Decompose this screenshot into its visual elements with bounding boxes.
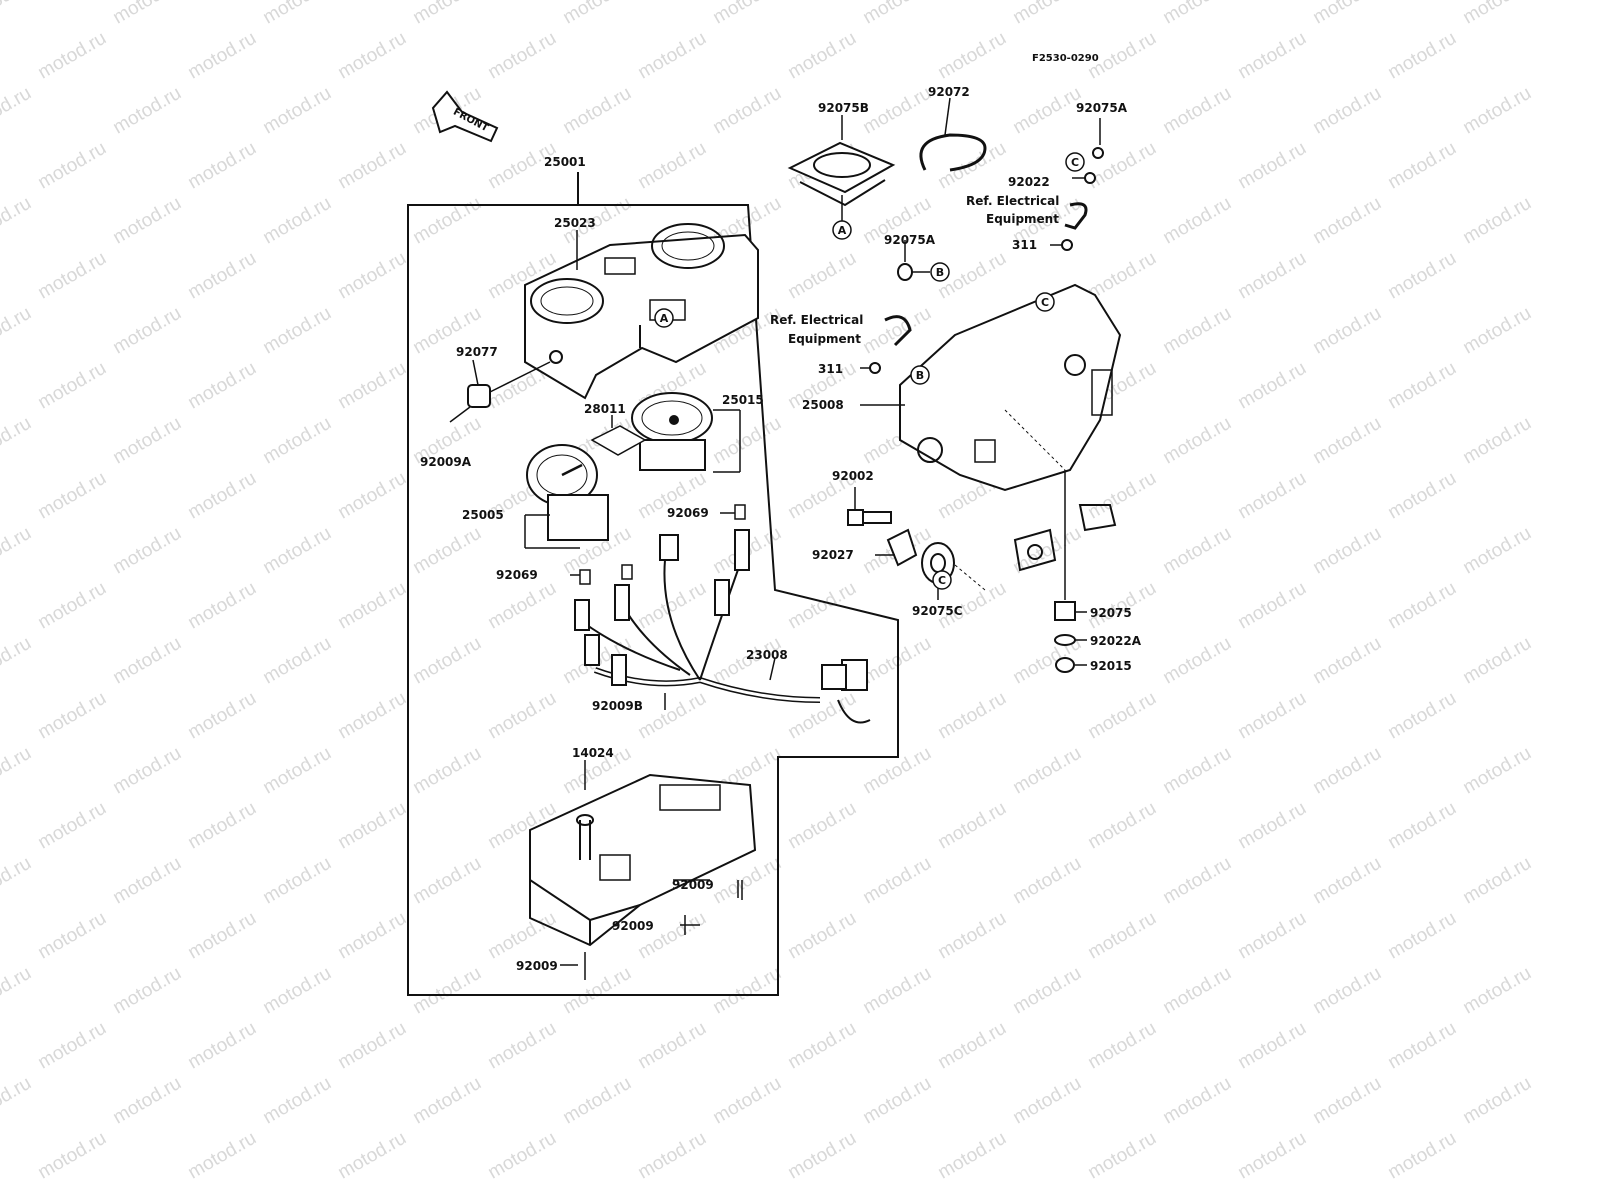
part-label-92009B: 92009B (592, 699, 643, 713)
part-label-92075C: 92075C (912, 604, 963, 618)
gauge-shapes (526, 392, 713, 541)
diagram-code: F2530-0290 (1032, 53, 1099, 64)
meter-housing-shape (524, 223, 759, 400)
part-label-92009A: 92009A (420, 455, 472, 469)
callout-letter: A (660, 312, 669, 325)
bracket-shape (899, 283, 1122, 572)
callout-circle-C (1065, 152, 1085, 172)
ref-note-top-line2: Equipment (986, 212, 1059, 226)
ring-shape (919, 133, 987, 172)
part-label-92075B: 92075B (818, 101, 869, 115)
clamp-shape (1064, 202, 1088, 230)
callout-circle-A (832, 220, 852, 240)
grommet-shape (787, 141, 896, 207)
part-label-28011: 28011 (584, 402, 626, 416)
ref-note-mid-line1: Ref. Electrical (770, 313, 864, 327)
part-label-25001: 25001 (544, 155, 586, 169)
part-label-25008: 25008 (802, 398, 844, 412)
part-label-92022A: 92022A (1090, 634, 1142, 648)
part-label-92015: 92015 (1090, 659, 1132, 673)
callout-circle-C (932, 570, 952, 590)
assembly-outline (407, 204, 899, 996)
part-label-92009: 92009 (612, 919, 654, 933)
part-label-92075A: 92075A (884, 233, 936, 247)
part-label-92027: 92027 (812, 548, 854, 562)
part-label-25005: 25005 (462, 508, 504, 522)
callout-circle-B (910, 365, 930, 385)
part-label-25023: 25023 (554, 216, 596, 230)
callout-letter: A (838, 224, 847, 237)
callout-circle-C (1035, 292, 1055, 312)
callout-letter: B (936, 266, 944, 279)
ref-note-top-line1: Ref. Electrical (966, 194, 1060, 208)
base-tray-shape (529, 773, 757, 947)
part-label-92022: 92022 (1008, 175, 1050, 189)
part-label-311: 311 (818, 362, 844, 376)
part-label-92077: 92077 (456, 345, 498, 359)
callout-circle-A (654, 308, 674, 328)
nut-stack-shape (1054, 601, 1076, 673)
callout-letter: C (1041, 296, 1049, 309)
callout-circle-B (930, 262, 950, 282)
knob-shape (449, 359, 551, 423)
wire-harness-shape (574, 504, 871, 724)
front-arrow-icon (431, 90, 499, 143)
part-label-92075A: 92075A (1076, 101, 1128, 115)
part-label-92009: 92009 (672, 878, 714, 892)
part-label-92075: 92075 (1090, 606, 1132, 620)
part-label-92069: 92069 (496, 568, 538, 582)
part-label-14024: 14024 (572, 746, 614, 760)
part-label-25015: 25015 (722, 393, 764, 407)
callout-letter: C (1071, 156, 1079, 169)
part-label-311: 311 (1012, 238, 1038, 252)
part-label-92072: 92072 (928, 85, 970, 99)
part-label-92009: 92009 (516, 959, 558, 973)
ref-note-mid-line2: Equipment (788, 332, 861, 346)
part-label-92002: 92002 (832, 469, 874, 483)
part-label-92069: 92069 (667, 506, 709, 520)
callout-letter: C (938, 574, 946, 587)
part-label-23008: 23008 (746, 648, 788, 662)
callout-letter: B (916, 369, 924, 382)
